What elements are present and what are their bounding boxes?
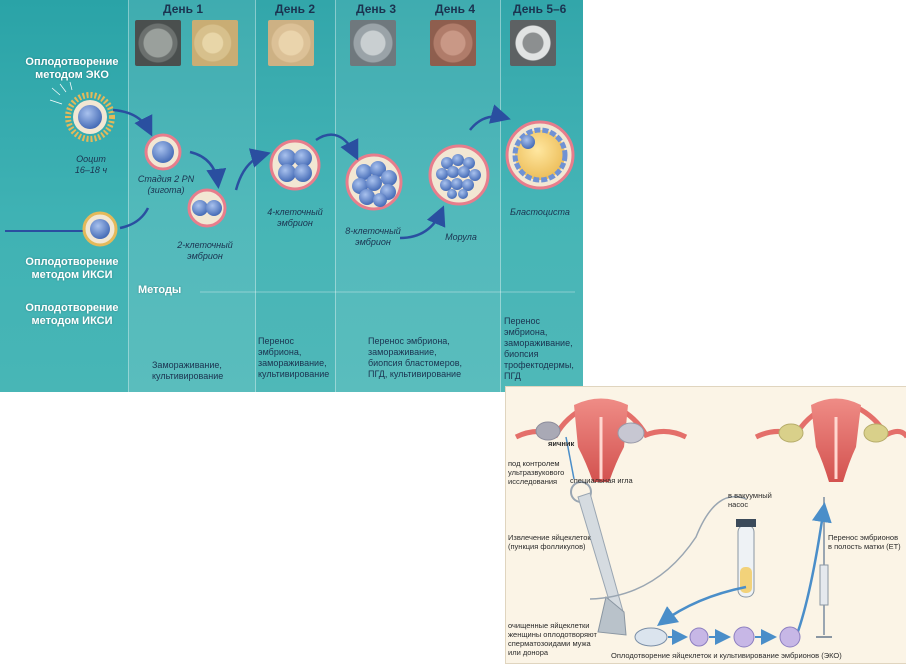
embryo-development-panel: День 1 День 2 День 3 День 4 День 5–6 Опл…	[0, 0, 583, 392]
side-label-icsi: Оплодотворение методом ИКСИ	[25, 256, 119, 281]
label-fertilized: очищенные яйцеклетки женщины оплодотворя…	[508, 621, 597, 657]
arrow-icsi-zygote	[119, 207, 150, 230]
uterus-right	[754, 398, 906, 482]
arrow-2cell-4cell	[234, 148, 271, 191]
methods-day5-6: Перенос эмбриона, замораживание, биопсия…	[504, 316, 574, 381]
icsi-oocyte	[82, 211, 118, 247]
micrograph-morula	[430, 20, 476, 66]
four-cell-embryo	[269, 139, 321, 191]
day-header-4: День 4	[435, 2, 476, 16]
methods-day2: Перенос эмбриона, замораживание, культив…	[258, 336, 330, 379]
uterus-left	[514, 398, 688, 482]
eight-cell-embryo	[345, 153, 403, 211]
label-two-cell: 2-клеточный эмбрион	[177, 240, 233, 261]
label-oocyte: Ооцит 16–18 ч	[74, 154, 108, 175]
morula-embryo	[428, 144, 490, 206]
methods-title: Методы	[138, 284, 182, 296]
label-morula: Морула	[445, 232, 477, 242]
zygote-2pn	[144, 133, 182, 171]
micrograph-blastocyst	[510, 20, 556, 66]
needle-guide	[565, 436, 575, 480]
ovary-left	[535, 421, 561, 441]
arrow-to-transfer	[794, 502, 832, 638]
ivf-procedure-drawing	[514, 398, 906, 648]
label-four-cell: 4-клеточный эмбрион	[267, 207, 323, 228]
micrograph-8cell	[350, 20, 396, 66]
methods-day3-4: Перенос эмбриона, замораживание, биопсия…	[368, 336, 462, 379]
blastocyst-embryo	[505, 120, 575, 190]
oocyte-cell	[49, 81, 115, 142]
arrow-oocyte-zygote	[112, 108, 153, 137]
micrograph-zygote	[192, 20, 238, 66]
label-blastocyst: Бластоциста	[510, 207, 570, 217]
micrograph-oocyte	[135, 20, 181, 66]
day-header-5-6: День 5–6	[513, 2, 567, 16]
embryo-stages-drawing	[5, 81, 575, 293]
ivf-procedure-panel: яичник под контролем ультразвукового исс…	[505, 386, 906, 664]
culture-row	[634, 626, 801, 648]
side-label-icsi-bottom: Оплодотворение методом ИКСИ	[25, 302, 119, 327]
arrow-4cell-8cell	[315, 133, 359, 161]
label-eight-cell: 8-клеточный эмбрион	[345, 226, 401, 247]
test-tube	[736, 519, 756, 598]
label-vacuum: в вакуумный насос	[728, 491, 772, 509]
methods-day1: Замораживание, культивирование	[152, 360, 224, 381]
label-stage-2pn: Стадия 2 PN (зигота)	[137, 174, 195, 195]
label-culture: Оплодотворение яйцеклеток и культивирова…	[611, 651, 842, 660]
ultrasound-probe	[570, 481, 627, 636]
label-needle: специальная игла	[570, 476, 633, 485]
arrow-tube-to-dish	[656, 585, 747, 626]
micrograph-4cell	[268, 20, 314, 66]
day-header-1: День 1	[163, 2, 204, 16]
transfer-catheter	[816, 497, 832, 638]
arrow-8cell-morula	[399, 205, 446, 240]
day-header-2: День 2	[275, 2, 316, 16]
tubing	[589, 495, 747, 600]
ovary-right	[617, 422, 645, 444]
label-ovary: яичник	[548, 439, 575, 448]
arrow-zygote-2cell	[189, 150, 227, 189]
arrow-morula-blastocyst	[469, 104, 511, 131]
label-ultrasound: под контролем ультразвукового исследован…	[508, 459, 565, 486]
side-label-eco: Оплодотворение методом ЭКО	[25, 56, 119, 81]
label-retrieval: Извлечение яйцеклеток (пункция фолликуло…	[508, 533, 591, 551]
day-header-3: День 3	[356, 2, 397, 16]
label-transfer: Перенос эмбрионов в полость матки (ET)	[828, 533, 901, 551]
two-cell-embryo	[187, 188, 227, 228]
